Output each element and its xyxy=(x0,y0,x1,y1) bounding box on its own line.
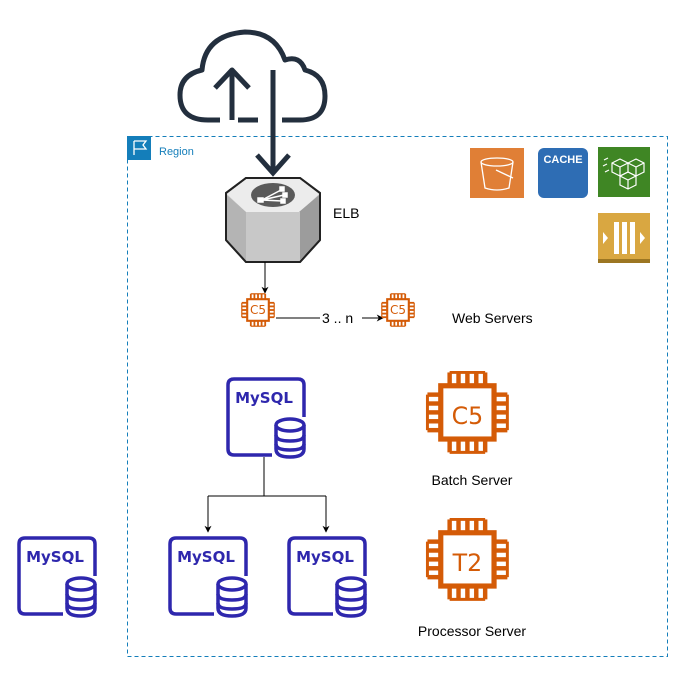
region-group: Region xyxy=(127,136,668,657)
mysql-replica-1-icon: MySQL xyxy=(168,536,248,618)
mysql-replica-2-label: MySQL xyxy=(296,548,354,566)
queue-icon xyxy=(598,213,650,263)
elb-icon xyxy=(225,177,321,263)
web-servers-connector-label: 3 .. n xyxy=(322,310,353,326)
cloud-upload-icon xyxy=(177,29,328,123)
web-server-1-type: C5 xyxy=(250,303,266,317)
replication-edges xyxy=(204,457,330,533)
mysql-external-label: MySQL xyxy=(26,548,84,566)
s3-bucket-icon xyxy=(470,148,524,198)
processor-server-icon: T2 xyxy=(427,519,507,599)
cache-label: CACHE xyxy=(543,154,582,166)
web-server-n-icon: C5 xyxy=(380,292,416,328)
mysql-replica-1-label: MySQL xyxy=(177,548,235,566)
processor-server-type: T2 xyxy=(452,549,483,577)
cache-icon: CACHE xyxy=(538,148,588,198)
containers-icon xyxy=(598,147,650,197)
batch-server-label: Batch Server xyxy=(432,472,513,488)
batch-server-icon: C5 xyxy=(427,372,507,452)
mysql-primary-icon: MySQL xyxy=(226,377,306,459)
batch-server-type: C5 xyxy=(452,402,484,430)
flag-icon xyxy=(127,136,151,160)
mysql-replica-2-icon: MySQL xyxy=(287,536,367,618)
processor-server-label: Processor Server xyxy=(418,623,526,639)
region-label: Region xyxy=(159,146,194,158)
mysql-primary-label: MySQL xyxy=(235,389,293,407)
web-server-n-type: C5 xyxy=(390,303,406,317)
elb-label: ELB xyxy=(333,205,359,221)
web-servers-connector: 3 .. n xyxy=(276,310,384,326)
web-server-1-icon: C5 xyxy=(240,292,276,328)
mysql-external-icon: MySQL xyxy=(17,536,97,618)
region-border xyxy=(127,136,668,657)
web-servers-label: Web Servers xyxy=(452,310,533,326)
internet-to-elb-edge xyxy=(255,70,291,177)
